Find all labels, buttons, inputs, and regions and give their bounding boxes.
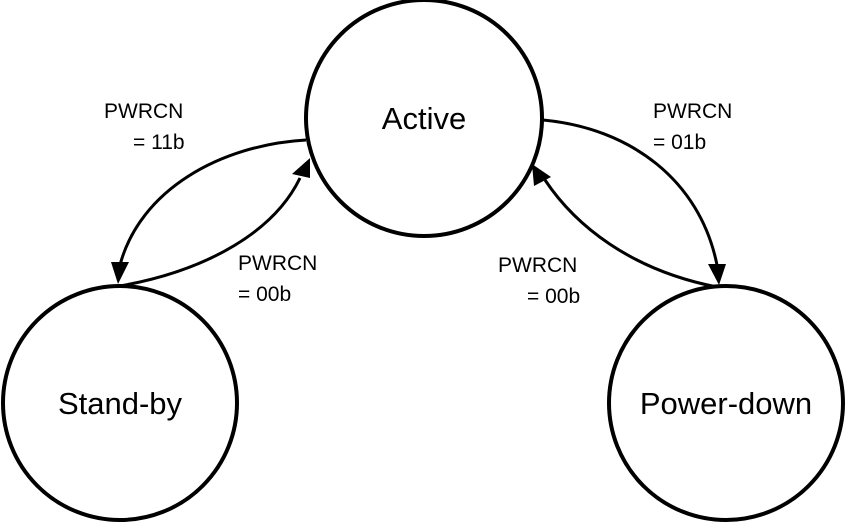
label-active-to-standby-line2: = 11b <box>133 131 185 154</box>
label-active-to-powerdown-line2: = 01b <box>653 131 706 154</box>
state-powerdown-label: Power-down <box>640 386 812 421</box>
label-active-to-powerdown: PWRCN = 01b <box>653 100 732 154</box>
label-powerdown-to-active-line1: PWRCN <box>498 254 577 277</box>
label-active-to-powerdown-line1: PWRCN <box>653 100 732 123</box>
label-active-to-standby-line1: PWRCN <box>104 100 183 123</box>
state-powerdown: Power-down <box>607 284 845 522</box>
label-standby-to-active-line2: = 00b <box>238 283 291 306</box>
state-active: Active <box>304 0 544 238</box>
edge-powerdown-to-active <box>532 164 718 289</box>
edge-active-to-standby <box>111 138 307 284</box>
state-standby: Stand-by <box>1 284 239 522</box>
edge-active-to-powerdown <box>542 118 726 285</box>
state-active-label: Active <box>382 101 466 136</box>
label-standby-to-active-line1: PWRCN <box>238 252 317 275</box>
state-standby-label: Stand-by <box>58 386 183 421</box>
edge-standby-to-active <box>119 158 310 288</box>
label-standby-to-active: PWRCN = 00b <box>238 252 317 306</box>
label-active-to-standby: PWRCN = 11b <box>104 100 185 154</box>
label-powerdown-to-active: PWRCN = 00b <box>498 254 580 308</box>
label-powerdown-to-active-line2: = 00b <box>527 285 580 308</box>
